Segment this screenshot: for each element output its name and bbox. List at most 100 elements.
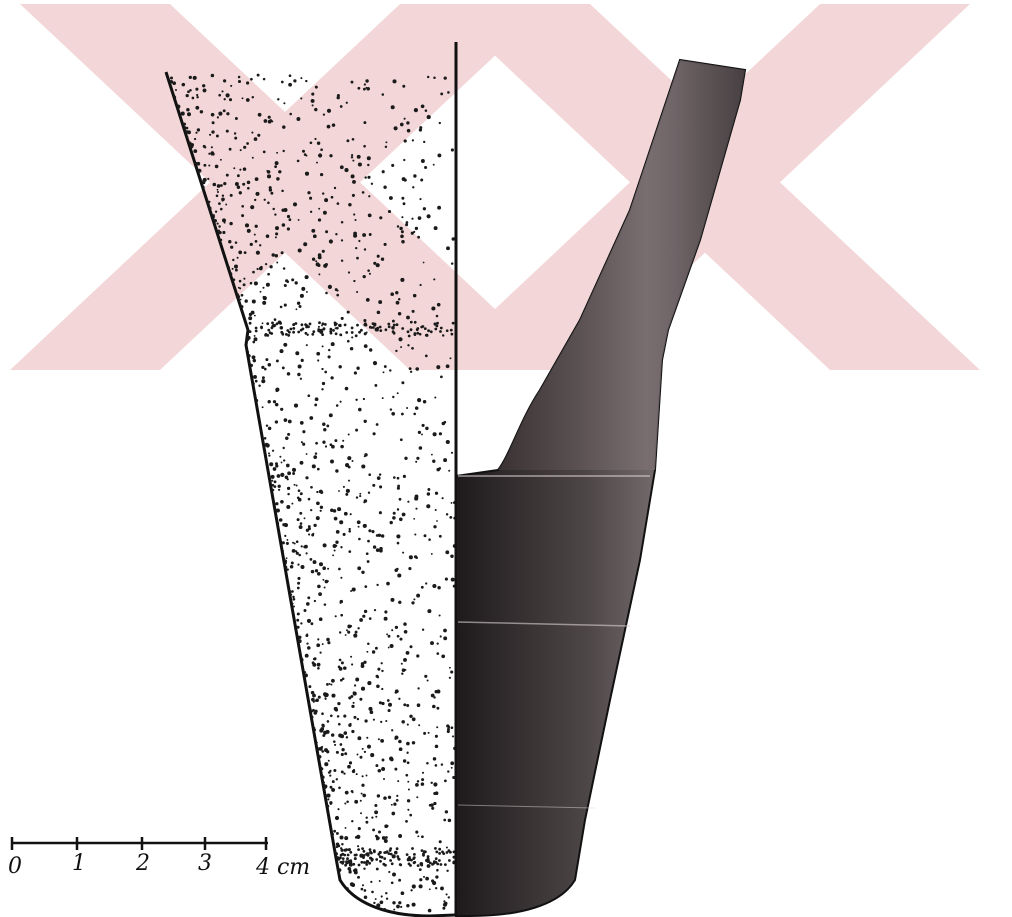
stipple-dot xyxy=(191,96,195,100)
stipple-dot xyxy=(269,462,274,467)
stipple-dot xyxy=(421,423,425,427)
stipple-dot xyxy=(356,520,361,525)
stipple-dot xyxy=(397,484,400,488)
stipple-dot xyxy=(278,170,282,174)
stipple-dot xyxy=(248,312,253,317)
stipple-dot xyxy=(299,377,303,380)
stipple-dot xyxy=(381,758,385,762)
stipple-dot xyxy=(437,153,442,158)
stipple-dot xyxy=(450,501,453,504)
stipple-dot xyxy=(384,610,388,614)
stipple-dot xyxy=(286,372,291,376)
stipple-dot xyxy=(292,202,298,207)
stipple-dot xyxy=(169,80,174,84)
stipple-dot xyxy=(218,202,221,205)
stipple-dot xyxy=(306,633,309,636)
stipple-dot xyxy=(416,864,420,867)
stipple-dot xyxy=(345,492,349,496)
stipple-dot xyxy=(310,508,313,512)
stipple-dot xyxy=(443,76,447,80)
stipple-dot xyxy=(273,480,277,484)
stipple-dot xyxy=(292,323,296,327)
stipple-dot xyxy=(213,219,217,223)
stipple-dot xyxy=(413,332,417,335)
stipple-dot xyxy=(271,321,274,325)
stipple-dot xyxy=(422,207,427,211)
stipple-dot xyxy=(411,717,416,722)
stipple-dot xyxy=(320,727,325,731)
stipple-dot xyxy=(432,704,436,709)
stipple-dot xyxy=(406,330,410,334)
stipple-dot xyxy=(195,105,200,110)
stipple-dot xyxy=(324,762,329,767)
stipple-dot xyxy=(230,245,234,249)
stipple-dot xyxy=(251,95,255,99)
stipple-dot xyxy=(404,668,407,671)
stipple-dot xyxy=(203,163,207,167)
stipple-dot xyxy=(285,541,289,545)
stipple-dot xyxy=(307,525,311,528)
stipple-dot xyxy=(298,635,302,640)
stipple-dot xyxy=(397,857,401,861)
stipple-dot xyxy=(372,361,378,366)
stipple-dot xyxy=(335,540,339,544)
stipple-dot xyxy=(348,550,352,553)
stipple-dot xyxy=(400,662,403,665)
stipple-dot xyxy=(376,254,380,258)
stipple-dot xyxy=(402,474,406,478)
stipple-dot xyxy=(426,761,429,765)
stipple-dot xyxy=(300,622,303,625)
stipple-dot xyxy=(375,836,380,841)
stipple-dot xyxy=(409,714,413,719)
stipple-dot xyxy=(431,806,435,810)
stipple-dot xyxy=(324,748,328,753)
stipple-dot xyxy=(264,262,268,266)
stipple-dot xyxy=(372,718,375,721)
stipple-dot xyxy=(392,395,395,399)
stipple-dot xyxy=(368,325,372,329)
stipple-dot xyxy=(343,908,348,912)
stipple-dot xyxy=(363,323,367,327)
stipple-dot xyxy=(450,332,454,336)
stipple-dot xyxy=(430,641,434,646)
stipple-dot xyxy=(253,334,256,337)
stipple-dot xyxy=(365,298,370,302)
stipple-dot xyxy=(208,152,211,155)
stipple-dot xyxy=(446,246,450,251)
stipple-dot xyxy=(233,132,237,135)
stipple-dot xyxy=(442,906,446,910)
stipple-dot xyxy=(332,554,335,557)
stipple-dot xyxy=(385,897,389,900)
stipple-dot xyxy=(241,205,244,208)
stipple-dot xyxy=(357,162,362,167)
stipple-dot xyxy=(355,428,359,432)
stipple-dot xyxy=(187,90,190,94)
stipple-dot xyxy=(362,849,366,853)
stipple-dot xyxy=(378,851,382,854)
stipple-dot xyxy=(215,134,219,138)
stipple-dot xyxy=(423,534,427,538)
stipple-dot xyxy=(323,323,327,326)
stipple-dot xyxy=(301,327,305,331)
stipple-dot xyxy=(276,151,279,154)
stipple-dot xyxy=(196,93,199,97)
stipple-dot xyxy=(318,321,321,325)
stipple-dot xyxy=(406,315,410,320)
stipple-dot xyxy=(325,230,329,234)
stipple-dot xyxy=(435,887,438,890)
stipple-dot xyxy=(196,95,199,99)
stipple-dot xyxy=(274,213,277,216)
stipple-dot xyxy=(210,112,215,117)
stipple-dot xyxy=(297,563,300,566)
stipple-dot xyxy=(336,96,340,100)
stipple-dot xyxy=(330,376,334,380)
stipple-dot xyxy=(347,630,351,634)
stipple-dot xyxy=(389,859,392,862)
stipple-dot xyxy=(307,646,311,650)
stipple-dot xyxy=(283,523,289,528)
stipple-dot xyxy=(367,269,370,272)
stipple-dot xyxy=(246,81,250,85)
stipple-dot xyxy=(343,323,347,327)
stipple-dot xyxy=(348,202,352,207)
stipple-dot xyxy=(352,769,356,772)
